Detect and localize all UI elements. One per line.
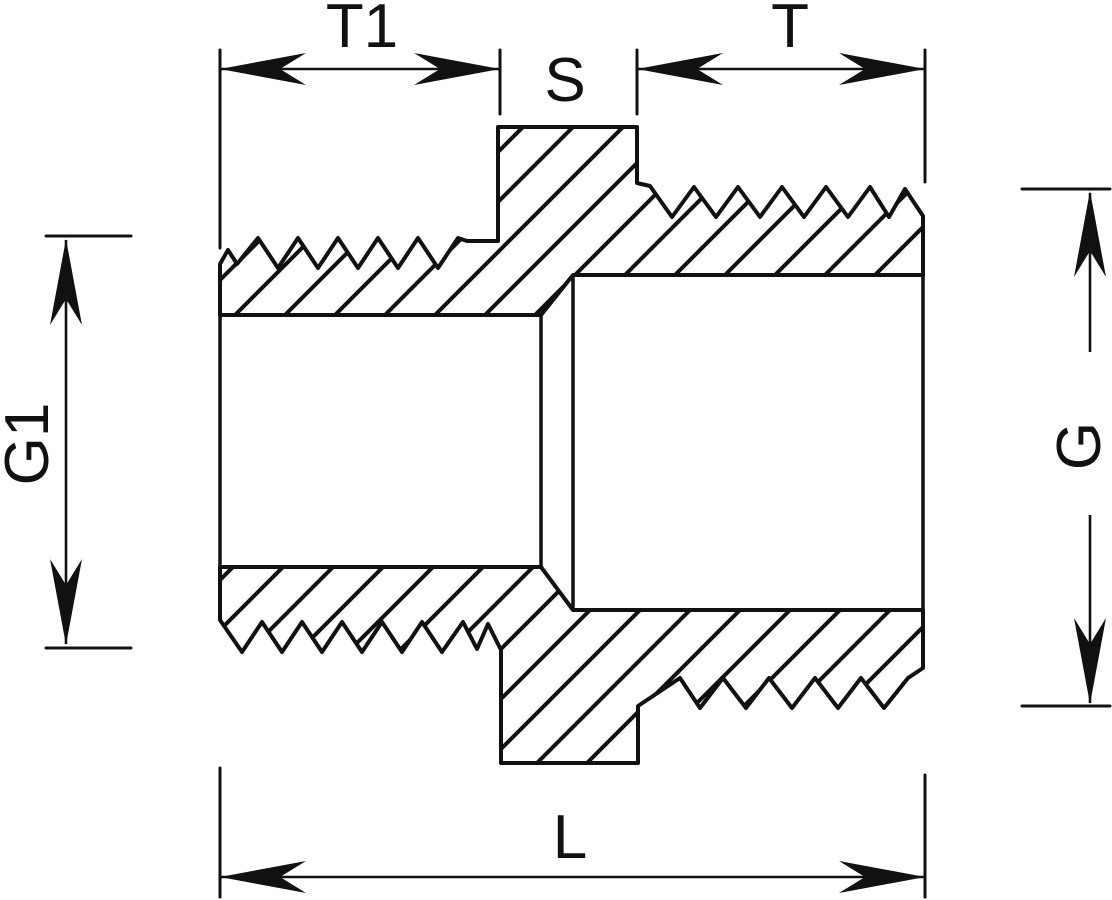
dimension-g1: G1 [0,234,133,650]
dimension-l: L [218,766,927,899]
upper-wall-hatched-section [218,125,925,317]
g-arrowhead-up [1074,191,1106,277]
fitting-body-section [218,125,925,765]
g1-arrowhead-down [50,559,82,645]
dimension-t: T [635,0,927,184]
g-label: G [1045,422,1112,470]
l-arrowhead-left [220,861,306,893]
dimension-t1: T1 [218,0,502,250]
lower-wall-hatched-section [218,565,925,765]
t1-arrowhead-left [220,53,306,85]
s-label: S [544,46,585,115]
l-arrowhead-right [839,861,925,893]
t-arrowhead-left [637,53,723,85]
g1-arrowhead-up [50,239,82,325]
dimension-g: G [1020,187,1112,708]
t-label: T [771,0,809,61]
t1-label: T1 [326,0,398,61]
g1-label: G1 [0,403,62,486]
g-arrowhead-down [1074,618,1106,704]
t1-arrowhead-right [414,53,500,85]
t-arrowhead-right [839,53,925,85]
l-label: L [553,803,587,872]
